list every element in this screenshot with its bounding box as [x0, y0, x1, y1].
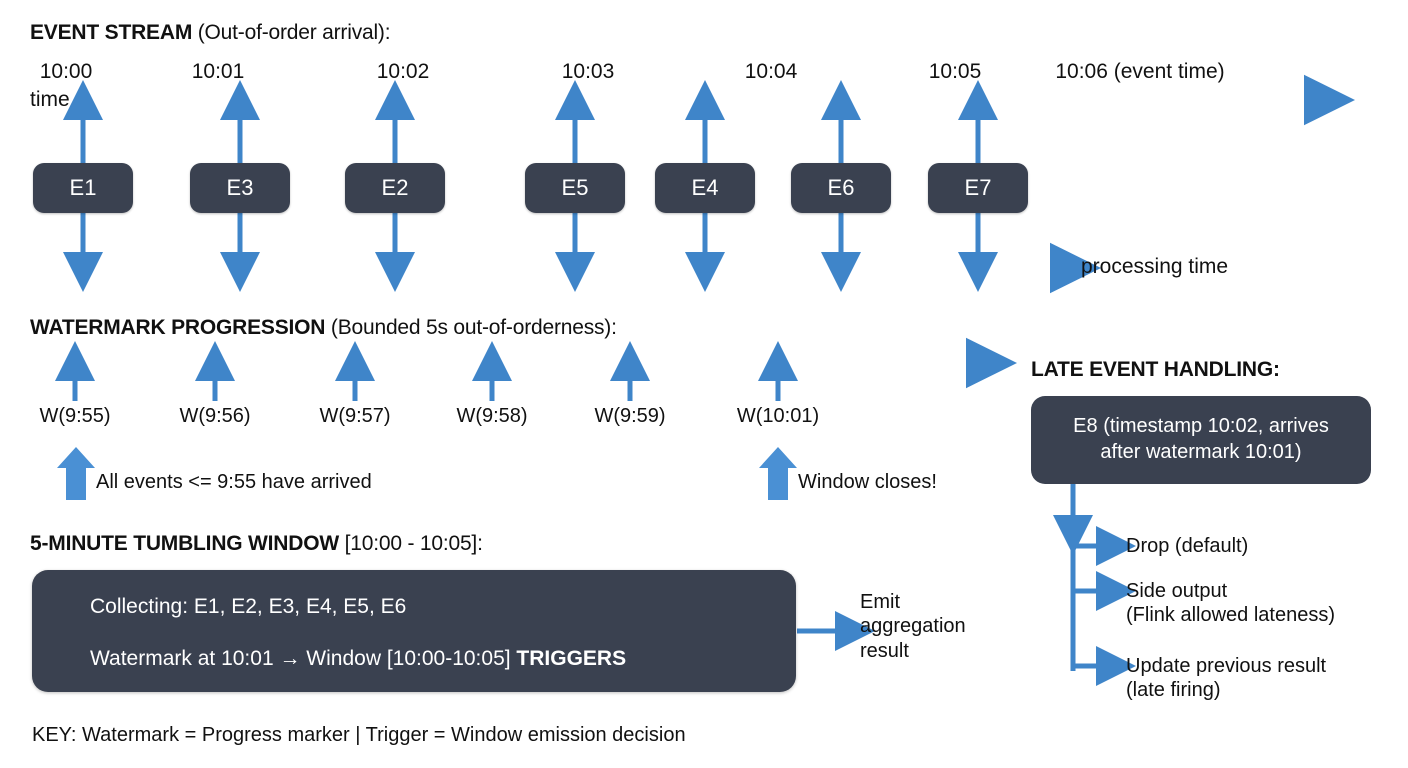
late-event-handling-title: LATE EVENT HANDLING: [1031, 358, 1280, 381]
event-box-label: E2 [381, 175, 409, 200]
event-box-label: E7 [964, 175, 992, 200]
watermark-label-1: W(9:56) [179, 405, 251, 427]
event-stream-title: EVENT STREAM (Out-of-order arrival): [30, 21, 391, 45]
event-time-tick-3: 10:03 [561, 60, 615, 83]
event-box-e4[interactable]: E4 [655, 163, 755, 213]
watermark-label-2: W(9:57) [319, 405, 391, 427]
event-box-e6[interactable]: E6 [791, 163, 891, 213]
watermark-callout-first: All events <= 9:55 have arrived [96, 471, 372, 493]
emit-aggregation-result-label: Emit aggregation result [860, 590, 966, 663]
late-event-box: E8 (timestamp 10:02, arrives after water… [1031, 396, 1371, 484]
watermark-tick-arrows [55, 341, 798, 401]
late-event-connectors [1053, 484, 1136, 686]
watermark-callout-window-closes: Window closes! [798, 471, 937, 493]
late-branch-drop: Drop (default) [1126, 534, 1248, 558]
tumbling-window-title: 5-MINUTE TUMBLING WINDOW [10:00 - 10:05]… [30, 532, 483, 556]
event-box-e7[interactable]: E7 [928, 163, 1028, 213]
emit-line-2: result [860, 639, 909, 662]
late-branch-side-output: Side output (Flink allowed lateness) [1126, 579, 1335, 627]
event-box-label: E3 [226, 175, 254, 200]
event-stream-title-rest: (Out-of-order arrival): [192, 21, 391, 44]
tumbling-window-box: Collecting: E1, E2, E3, E4, E5, E6 Water… [32, 570, 796, 692]
event-to-eventtime-arrows [63, 80, 998, 163]
event-box-label: E6 [827, 175, 855, 200]
event-box-e3[interactable]: E3 [190, 163, 290, 213]
event-time-tick-6: 10:06 (event time) [1055, 60, 1225, 83]
watermark-label-4: W(9:59) [594, 405, 666, 427]
watermark-title: WATERMARK PROGRESSION (Bounded 5s out-of… [30, 316, 617, 340]
watermark-label-0: W(9:55) [39, 405, 111, 427]
late-branch-side-output-line-0: Side output [1126, 580, 1228, 602]
event-time-tick-2: 10:02 [376, 60, 430, 83]
late-branch-drop-line-0: Drop (default) [1126, 535, 1249, 557]
processing-time-axis-label: processing time [1081, 255, 1229, 278]
event-time-tick-4: 10:04 [744, 60, 798, 83]
late-branch-side-output-line-1: (Flink allowed lateness) [1126, 604, 1335, 626]
emit-line-0: Emit [860, 591, 900, 613]
late-branch-update-line-0: Update previous result [1126, 655, 1327, 677]
event-box-e2[interactable]: E2 [345, 163, 445, 213]
event-box-e5[interactable]: E5 [525, 163, 625, 213]
event-box-e1[interactable]: E1 [33, 163, 133, 213]
late-branch-update-previous: Update previous result (late firing) [1126, 654, 1326, 702]
event-stream-title-bold: EVENT STREAM [30, 21, 193, 44]
window-trigger-line: Watermark at 10:01 → Window [10:00-10:05… [90, 647, 626, 671]
watermark-title-bold: WATERMARK PROGRESSION [30, 316, 326, 339]
tumbling-window-title-bold: 5-MINUTE TUMBLING WINDOW [30, 532, 339, 555]
callout-arrow-first-watermark [57, 447, 95, 500]
window-collecting-line: Collecting: E1, E2, E3, E4, E5, E6 [90, 595, 407, 618]
event-time-axis-label: time [30, 88, 70, 111]
watermark-label-3: W(9:58) [456, 405, 528, 427]
late-branch-update-line-1: (late firing) [1126, 679, 1221, 701]
watermark-title-rest: (Bounded 5s out-of-orderness): [325, 316, 617, 339]
event-to-processingtime-arrows [63, 212, 998, 292]
emit-line-1: aggregation [860, 615, 966, 638]
late-event-box-line-0: E8 (timestamp 10:02, arrives [1073, 415, 1329, 438]
event-box-label: E4 [691, 175, 719, 200]
callout-arrow-window-closes [759, 447, 797, 500]
window-trigger-prefix: Watermark at 10:01 → Window [10:00-10:05… [90, 647, 517, 670]
event-time-tick-0: 10:00 [39, 60, 93, 83]
event-time-tick-1: 10:01 [191, 60, 245, 83]
tumbling-window-title-rest: [10:00 - 10:05]: [339, 532, 483, 555]
watermark-label-5: W(10:01) [736, 405, 820, 427]
late-event-box-line-1: after watermark 10:01) [1100, 441, 1302, 463]
event-box-label: E5 [561, 175, 589, 200]
window-trigger-bold: TRIGGERS [516, 647, 627, 670]
event-time-tick-5: 10:05 [928, 60, 982, 83]
key-legend: KEY: Watermark = Progress marker | Trigg… [32, 724, 686, 746]
event-box-label: E1 [69, 175, 97, 200]
